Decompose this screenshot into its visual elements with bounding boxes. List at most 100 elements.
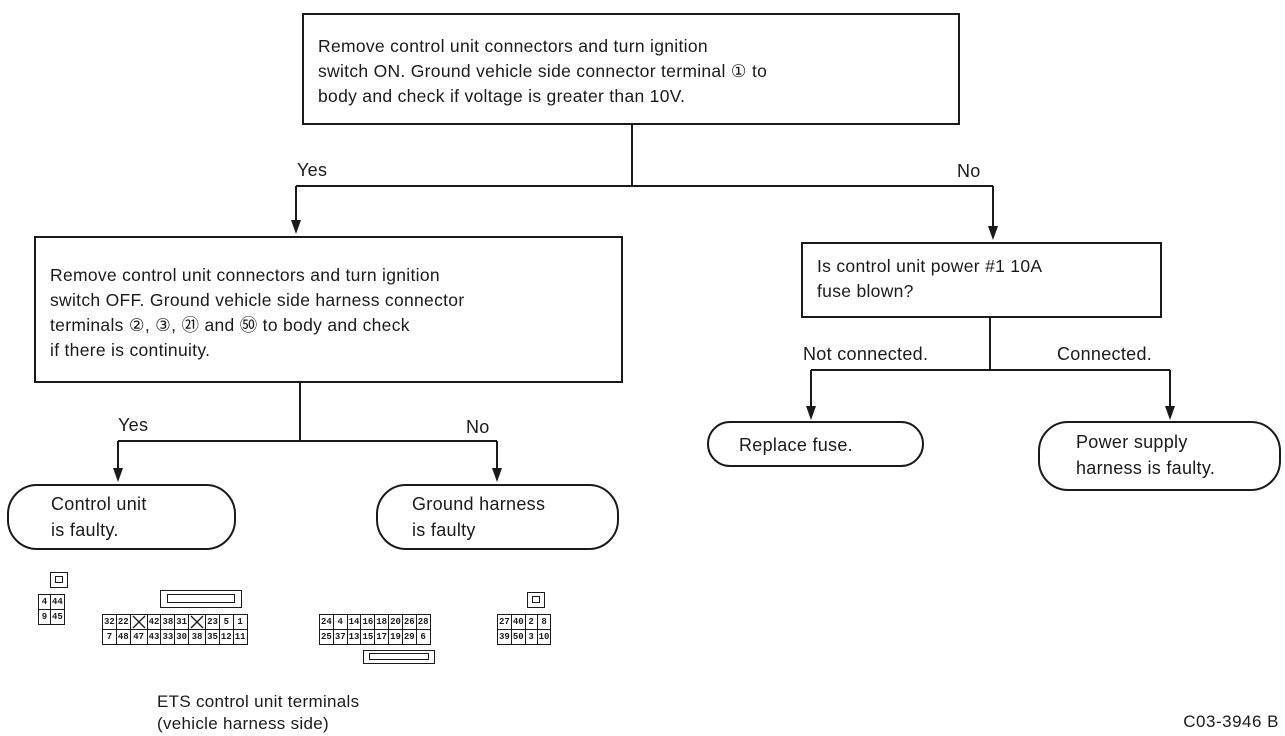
connector-3-latch (363, 650, 435, 664)
connector-pin: 40 (510, 614, 526, 630)
connector-pin: 9 (38, 609, 51, 625)
left-box-line-3: terminals ②, ③, ㉑ and ㊿ to body and chec… (50, 315, 410, 335)
connector-pin: 10 (536, 629, 552, 645)
result-ground-harness-line-2: is faulty (412, 520, 476, 540)
connector-pin: 15 (360, 629, 376, 645)
branch-left-no-label: No (466, 417, 490, 437)
connector-pin: 30 (174, 629, 190, 645)
branch-right-connected-label: Connected. (1057, 344, 1153, 364)
empty-pin-x-icon (190, 615, 204, 629)
connector-pin: 16 (360, 614, 376, 630)
result-ground-harness-faulty: Ground harness is faulty (376, 484, 619, 550)
connector-pin: 38 (188, 629, 207, 645)
branch-left-yes-label: Yes (118, 415, 149, 435)
left-box-line-2: switch OFF. Ground vehicle side harness … (50, 290, 465, 310)
result-control-unit-line-2: is faulty. (51, 520, 119, 540)
top-box-line-1: Remove control unit connectors and turn … (318, 36, 708, 56)
branch-right-not-connected-label: Not connected. (803, 344, 929, 364)
left-decision-box: Remove control unit connectors and turn … (34, 236, 623, 383)
connector-pin: 23 (205, 614, 220, 630)
arrow-to-left-box (291, 220, 301, 234)
connector-pin: 38 (160, 614, 176, 630)
top-box-line-2: switch ON. Ground vehicle side connector… (318, 61, 768, 81)
connector-pin: 42 (146, 614, 162, 630)
arrow-to-ground-harness (492, 468, 502, 482)
branch-top-no-label: No (957, 161, 981, 181)
connector-pin: 35 (205, 629, 220, 645)
connector-pin: 33 (160, 629, 176, 645)
top-decision-box: Remove control unit connectors and turn … (302, 13, 960, 125)
top-box-line-3: body and check if voltage is greater tha… (318, 86, 686, 106)
connector-pin: 48 (115, 629, 131, 645)
connector-pin (129, 614, 148, 630)
connector-pin: 14 (346, 614, 362, 630)
connector-pin: 17 (374, 629, 390, 645)
left-box-line-4: if there is continuity. (50, 340, 211, 360)
connector-pin: 19 (388, 629, 403, 645)
connector-pin: 25 (319, 629, 334, 645)
result-replace-fuse-line-1: Replace fuse. (739, 435, 853, 455)
arrow-to-power-supply (1165, 406, 1175, 420)
connector-pin: 3 (524, 629, 538, 645)
result-control-unit-faulty: Control unit is faulty. (7, 484, 236, 550)
empty-pin-x-icon (132, 615, 146, 629)
connector-pin: 5 (218, 614, 234, 630)
arrow-to-right-box (988, 226, 998, 240)
arrow-to-replace-fuse (806, 406, 816, 420)
connector-4-latch (527, 592, 545, 608)
connector-pin: 43 (146, 629, 162, 645)
connector-pin: 4 (332, 614, 348, 630)
connector-pin: 12 (218, 629, 234, 645)
connector-1-latch (50, 572, 68, 588)
connector-pin: 26 (401, 614, 417, 630)
result-power-supply-line-1: Power supply (1076, 432, 1188, 452)
result-replace-fuse: Replace fuse. (707, 421, 924, 467)
connector-pin: 37 (332, 629, 348, 645)
branch-top-yes-label: Yes (297, 160, 328, 180)
connector-pin: 20 (388, 614, 403, 630)
connector-pin: 2 (524, 614, 538, 630)
result-ground-harness-line-1: Ground harness (412, 494, 546, 514)
connector-pin: 45 (50, 609, 65, 625)
right-box-line-2: fuse blown? (817, 281, 914, 301)
connector-pin: 24 (319, 614, 334, 630)
connector-pin (188, 614, 207, 630)
connector-pin: 50 (510, 629, 526, 645)
connector-pin: 6 (415, 629, 431, 645)
left-box-line-1: Remove control unit connectors and turn … (50, 265, 440, 285)
result-control-unit-line-1: Control unit (51, 494, 147, 514)
caption-line-1: ETS control unit terminals (157, 692, 360, 711)
figure-code: C03-3946 B (1183, 712, 1279, 731)
caption-line-2: (vehicle harness side) (157, 714, 329, 733)
connector-pin: 44 (50, 594, 65, 610)
result-power-supply-faulty: Power supply harness is faulty. (1038, 421, 1281, 491)
connector-pin: 39 (497, 629, 512, 645)
connector-pin: 8 (536, 614, 552, 630)
connector-pin: 47 (129, 629, 148, 645)
connector-pin: 27 (497, 614, 512, 630)
arrow-to-control-unit (113, 468, 123, 482)
connector-pin: 28 (415, 614, 431, 630)
connector-pin: 29 (401, 629, 417, 645)
connector-pin: 13 (346, 629, 362, 645)
connector-pin: 4 (38, 594, 51, 610)
connector-pin: 18 (374, 614, 390, 630)
result-power-supply-line-2: harness is faulty. (1076, 458, 1216, 478)
